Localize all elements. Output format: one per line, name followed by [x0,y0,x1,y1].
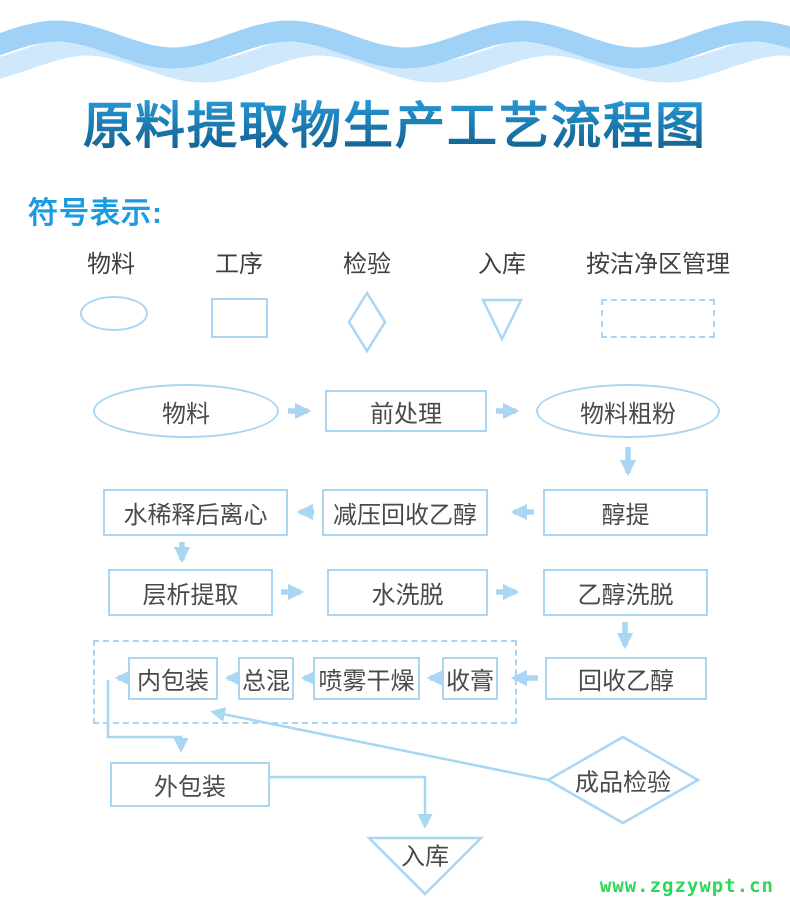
node-finished-product-inspection: 成品检验 [575,769,671,797]
legend-label-clean-area: 按洁净区管理 [586,251,730,278]
edge-inner-packaging-to-outer-packaging [106,680,189,753]
legend-diamond-shape [347,291,387,353]
legend-heading: 符号表示: [28,197,163,230]
node-outer-packaging: 外包装 [110,762,270,807]
edge-outer-packaging-to-warehousing [270,775,433,829]
node-pretreatment: 前处理 [325,390,487,432]
node-ethanol-extraction: 醇提 [543,489,708,536]
legend-dashed-rect-shape [601,299,715,338]
legend-label-process: 工序 [215,251,263,278]
node-chromatography-extraction: 层析提取 [108,569,273,616]
legend-triangle-shape [481,298,523,342]
warehousing-triangle [365,836,485,896]
legend-label-inspection: 检验 [343,251,391,278]
legend-label-warehousing: 入库 [478,251,526,278]
page-title: 原料提取物生产工艺流程图 [0,86,790,158]
node-material: 物料 [93,384,279,438]
node-total-mixing: 总混 [238,657,294,700]
node-warehousing: 入库 [401,843,449,871]
wave-banner [0,20,790,83]
node-vacuum-recover-ethanol: 减压回收乙醇 [322,489,488,536]
node-water-elution: 水洗脱 [327,569,488,616]
legend-rect-shape [211,298,268,338]
node-recover-ethanol: 回收乙醇 [545,657,707,700]
finished-product-inspection-diamond [545,735,701,825]
node-material-coarse-powder: 物料粗粉 [536,384,720,438]
watermark: www.zgzywpt.cn [599,875,774,897]
edge-inspection-to-inner-packaging [210,707,549,782]
legend-label-material: 物料 [87,251,135,278]
node-water-dilute-centrifuge: 水稀释后离心 [103,489,288,536]
node-ethanol-elution: 乙醇洗脱 [543,569,708,616]
node-inner-packaging: 内包装 [128,657,218,700]
legend-ellipse-shape [80,296,148,331]
node-spray-drying: 喷雾干燥 [313,657,420,700]
node-paste-collection: 收膏 [442,657,498,700]
wave-front [0,20,790,69]
